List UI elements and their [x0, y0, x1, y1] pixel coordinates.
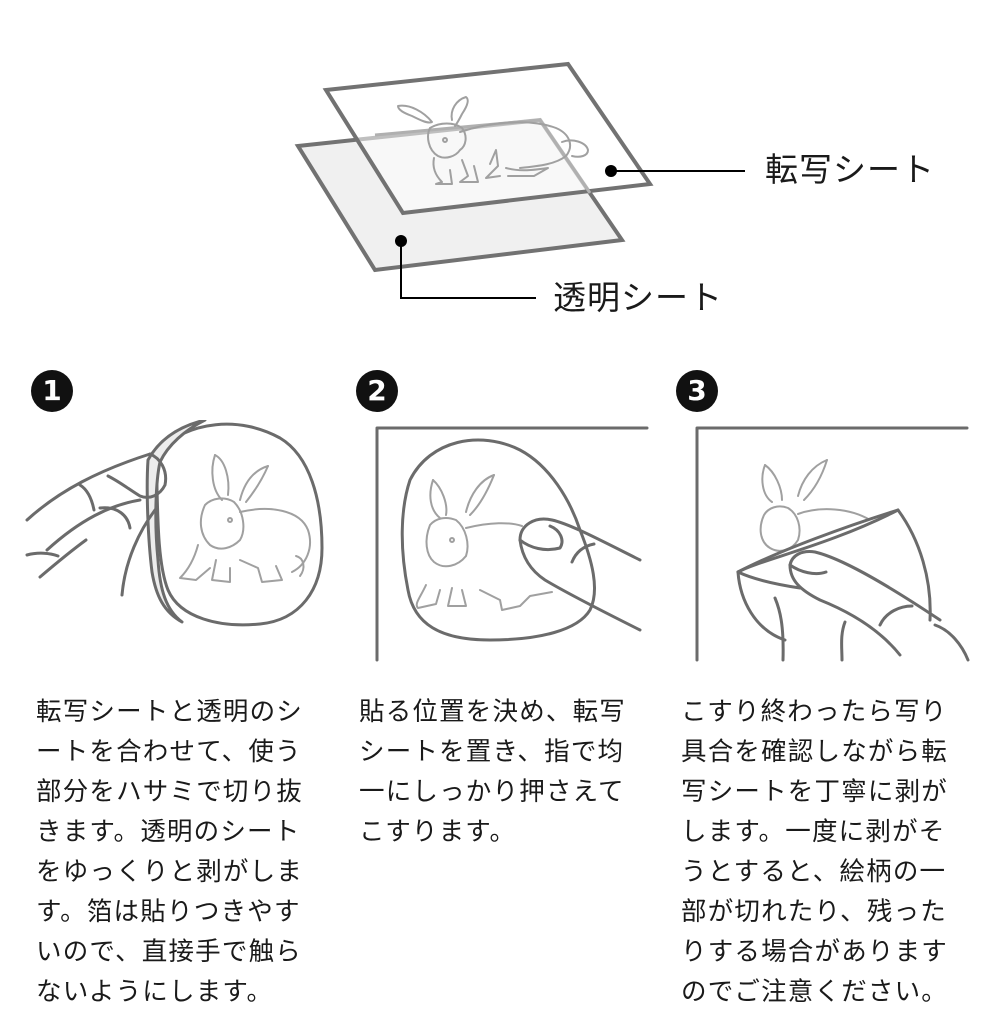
surface-frame [375, 426, 649, 662]
step-2-illustration [375, 426, 649, 662]
sheet-layers-diagram [294, 61, 745, 299]
step-2-badge: 2 [356, 370, 398, 412]
step-1-text: 転写シートと透明のシートを合わせて、使う部分をハサミで切り抜きます。透明のシート… [36, 697, 304, 1007]
callout-transfer-sheet [605, 165, 745, 177]
callout-clear-sheet [395, 235, 536, 299]
step-1-badge: 1 [31, 370, 73, 412]
rabbit-illustration-icon [397, 96, 589, 185]
step-3-text: こすり終わったら写り具合を確認しながら転写シートを丁寧に剥がします。一度に剥がそ… [681, 697, 949, 1007]
label-clear-sheet: 透明シート [553, 278, 723, 317]
step-1-illustration [25, 420, 324, 627]
label-transfer-sheet: 転写シート [765, 150, 935, 189]
step-2-text: 貼る位置を決め、転写シートを置き、指で均一にしっかり押さえてこすります。 [359, 697, 627, 847]
transfer-sheet-shape [322, 61, 654, 216]
step-3-illustration [695, 426, 970, 662]
surface-frame [695, 426, 969, 662]
step-3-badge: 3 [676, 370, 718, 412]
